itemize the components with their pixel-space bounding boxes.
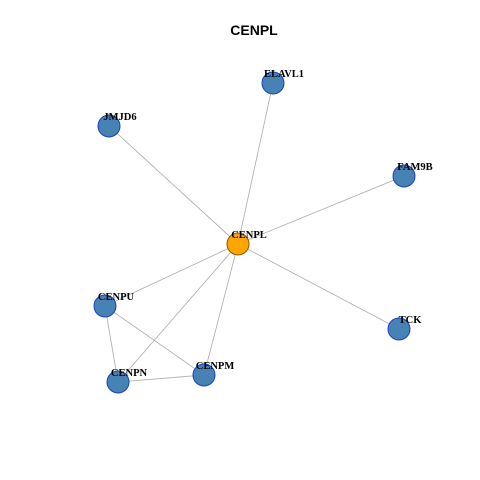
node-circle[interactable]	[392, 164, 416, 188]
node-cenpl[interactable]: CENPL	[226, 230, 267, 256]
node-label: TCK	[399, 315, 423, 326]
edge-cenpl-cenpu	[104, 243, 239, 307]
node-tck[interactable]: TCK	[387, 315, 423, 341]
node-label: CENPL	[231, 230, 267, 241]
edge-cenpn-cenpm	[117, 374, 205, 383]
node-circle[interactable]	[97, 114, 121, 138]
node-fam9b[interactable]: FAM9B	[392, 162, 433, 188]
edge-cenpu-cenpm	[104, 305, 205, 376]
node-elavl1[interactable]: ELAVL1	[261, 69, 304, 95]
edge-cenpl-cenpm	[203, 243, 239, 376]
edge-cenpl-cenpn	[117, 243, 239, 383]
node-circle[interactable]	[226, 232, 250, 256]
edge-cenpl-jmjd6	[108, 125, 239, 245]
node-circle[interactable]	[192, 363, 216, 387]
edge-cenpl-tck	[237, 243, 400, 330]
edge-cenpl-elavl1	[237, 82, 274, 245]
node-label: CENPN	[111, 368, 148, 379]
node-label: JMJD6	[103, 112, 136, 123]
node-label: CENPU	[98, 292, 135, 303]
node-cenpu[interactable]: CENPU	[93, 292, 135, 318]
edge-cenpl-fam9b	[237, 175, 405, 245]
node-circle[interactable]	[387, 317, 411, 341]
node-circle[interactable]	[93, 294, 117, 318]
node-label: CENPM	[196, 361, 235, 372]
node-cenpm[interactable]: CENPM	[192, 361, 235, 387]
node-circle[interactable]	[261, 71, 285, 95]
node-jmjd6[interactable]: JMJD6	[97, 112, 137, 138]
node-label: FAM9B	[397, 162, 432, 173]
graph-title: CENPL	[230, 22, 278, 38]
edges-layer	[104, 82, 405, 383]
node-cenpn[interactable]: CENPN	[106, 368, 148, 394]
edge-cenpu-cenpn	[104, 305, 119, 383]
node-label: ELAVL1	[264, 69, 304, 80]
node-circle[interactable]	[106, 370, 130, 394]
